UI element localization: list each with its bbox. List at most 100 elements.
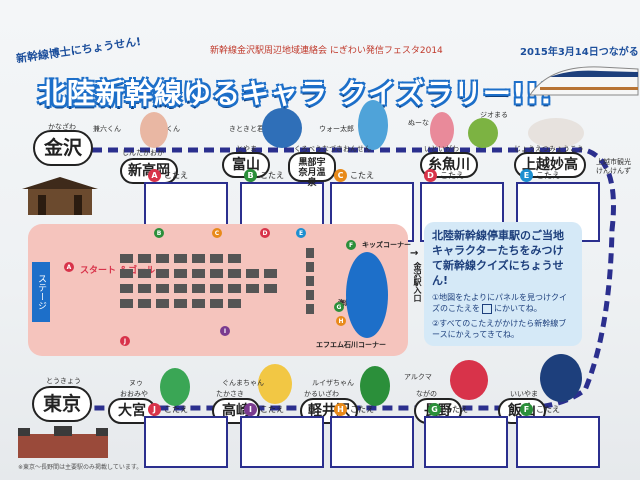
station-3: 黒部宇奈月温泉 [288,152,336,188]
page-title: 北陸新幹線ゆるキャラ クイズラリー!!! [38,77,554,110]
joetsu-character-icon [528,118,584,148]
chara-label: ぬーな [408,119,429,127]
answer-letter-badge: J [148,402,161,416]
map-letter-badge: C [212,228,222,238]
answer-letter-badge: C [334,168,347,182]
answer-label: こたえ [164,404,188,414]
booth-block [138,269,151,278]
booth-block [306,290,314,300]
kanazawa-gate-icon [22,177,98,215]
omotenashi-label: 海鮮 [338,299,352,307]
booth-block [228,299,241,308]
booth-block [228,254,241,263]
chara-label: 上越市観光 けんけんず [596,158,631,175]
chara-label: ウォー太郎 [319,125,354,133]
answer-letter-badge: A [148,168,161,182]
booth-block [192,269,205,278]
answer-label: こたえ [536,170,560,180]
map-letter-badge: J [120,336,130,346]
answer-box[interactable] [240,416,324,468]
station-label: 高崎 [222,403,250,419]
booth-block [174,284,187,293]
station-entrance-label: 金沢駅入口 [413,262,422,302]
booth-block [192,284,205,293]
instruction-step1-tail: にかいてね。 [494,304,542,313]
map-letter-badge: A [64,262,74,272]
booth-block [246,284,259,293]
station-ruby: とうきょう [46,377,81,385]
booth-block [138,299,151,308]
answer-box[interactable] [516,416,600,468]
answer-label: こたえ [260,170,284,180]
footnote: ※東京～長野間は主要駅のみ掲載しています。 [18,464,143,471]
station-label: 大宮 [118,403,146,419]
answer-label: こたえ [440,170,464,180]
kanazawa-character-icon [140,112,168,148]
stage-area: ステージ [32,262,50,322]
booth-block [228,269,241,278]
answer-box[interactable] [144,416,228,468]
booth-block [174,269,187,278]
instruction-step2: ②すべてのこたえがかけたら新幹線ブースにかえってきてね。 [432,319,567,339]
map-letter-badge: E [296,228,306,238]
nagano-character-icon [450,360,488,400]
station-label: 上越妙高 [522,157,578,173]
instruction-step1-text: ①地図をたよりにパネルを見つけクイズのこたえを [432,293,568,313]
booth-block [174,254,187,263]
booth-block [192,299,205,308]
answer-label: こたえ [350,404,374,414]
station-ruby: とやま [236,145,257,153]
booth-block [306,262,314,272]
chara-label: ルイザちゃん [312,379,354,387]
answer-box[interactable] [330,416,414,468]
answer-letter-badge: E [520,168,533,182]
instruction-panel: 北陸新幹線停車駅のご当地キャラクターたちをみつけて新幹線クイズにちょうせん! ①… [424,222,582,346]
booth-block [120,299,133,308]
map-letter-badge: D [260,228,270,238]
toyama-character-icon [262,108,302,148]
kids-corner-label: キッズコーナー [362,241,411,249]
stage-round-area [346,252,388,338]
booth-block [210,299,223,308]
booth-block [156,284,169,293]
chara-label: ヌゥ [129,379,143,387]
booth-block [210,284,223,293]
station-label: 黒部宇奈月温泉 [298,158,326,188]
answer-box[interactable] [424,416,508,468]
instruction-title: 北陸新幹線停車駅のご当地キャラクターたちをみつけて新幹線クイズにちょうせん! [432,229,564,287]
map-letter-badge: B [154,228,164,238]
station-label: 糸魚川 [428,157,470,173]
booth-block [120,284,133,293]
booth-block [264,269,277,278]
map-letter-badge: F [346,240,356,250]
booth-block [138,254,151,263]
map-letter-badge: G [334,302,344,312]
booth-block [228,284,241,293]
booth-block [138,284,151,293]
station-label: 金沢 [43,137,82,159]
omiya-character-icon [160,368,190,406]
station-ruby: じょうえつみょうこう [514,145,584,153]
answer-label: こたえ [164,170,188,180]
answer-label: こたえ [536,404,560,414]
kurobe-character-icon [358,100,388,150]
answer-label: こたえ [260,404,284,414]
chara-label: アルクマ [404,373,432,381]
shinkansen-train-icon [529,66,639,96]
booth-block [192,254,205,263]
entrance-arrow-icon: → [410,248,419,259]
station-ruby: かるいざわ [304,390,339,398]
booth-block [156,269,169,278]
booth-block [120,254,133,263]
station-ruby: たかさき [216,390,244,398]
station-ruby: おおみや [120,390,148,398]
chara-label: ジオまる [480,111,508,119]
chara-label: ぐんまちゃん [222,379,264,387]
chara-label: きときと君 [229,125,264,133]
instruction-step1: ①地図をたよりにパネルを見つけクイズのこたえをにかいてね。 [432,292,574,314]
tokyo-station-icon [18,426,108,458]
